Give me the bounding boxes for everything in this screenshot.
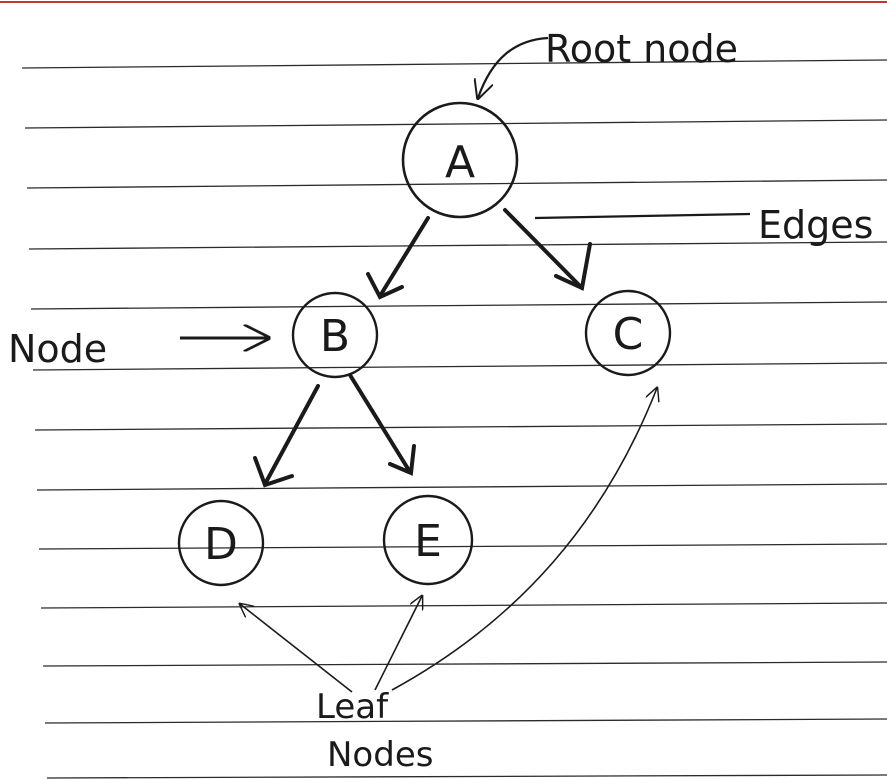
ruled-line (24, 119, 887, 129)
ruled-line (26, 179, 887, 189)
edge-a-c (503, 208, 592, 291)
ruled-lines (21, 59, 887, 779)
ruled-line (21, 59, 887, 69)
ruled-line (28, 241, 887, 250)
node-e: E (382, 494, 474, 586)
ruled-line (42, 661, 887, 667)
tree-edges (253, 208, 592, 488)
node-b-label: B (320, 311, 350, 362)
leaf-pointer-e (374, 596, 422, 691)
node-c: C (584, 289, 672, 377)
leaf-pointer-c (391, 388, 657, 691)
node-a-label: A (445, 137, 475, 188)
ruled-line (34, 423, 887, 431)
ruled-line (44, 718, 887, 724)
node-a: A (401, 101, 519, 219)
edges-pointer-line (534, 212, 751, 220)
leaf-nodes-annotation-line2: Nodes (327, 735, 433, 775)
root-node-annotation: Root node (545, 27, 738, 71)
edge-b-e (348, 373, 416, 476)
ruled-line (32, 362, 887, 371)
node-b: B (291, 291, 379, 379)
leaf-pointers (240, 388, 657, 693)
edge-b-d (253, 384, 320, 488)
ruled-line (30, 301, 887, 310)
leaf-pointer-d (240, 604, 353, 693)
node-e-label: E (414, 516, 442, 567)
node-d-label: D (204, 519, 238, 570)
node-c-label: C (613, 309, 644, 360)
edge-a-b (366, 216, 430, 300)
edges-annotation: Edges (758, 203, 873, 247)
ruled-line (40, 602, 887, 609)
node-annotation: Node (8, 327, 107, 371)
leaf-nodes-annotation-line1: Leaf (316, 687, 389, 727)
ruled-line (46, 774, 887, 779)
ruled-line (36, 483, 887, 491)
root-node-pointer (478, 36, 549, 98)
ruled-line (38, 543, 887, 550)
node-d: D (177, 499, 265, 587)
